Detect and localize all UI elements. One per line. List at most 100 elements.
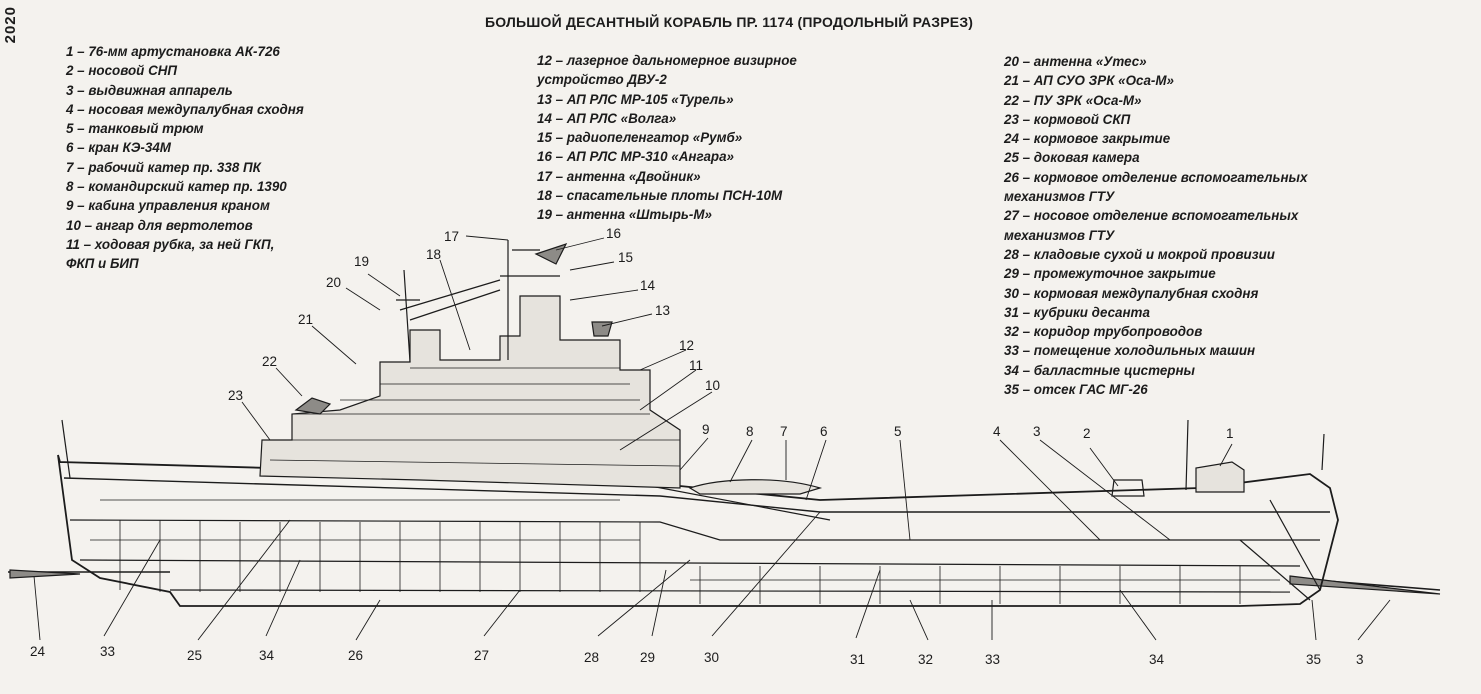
main-mast [500,240,560,360]
leader-line [1357,599,1391,641]
bow-ramp [1289,575,1441,595]
legend-item: 32 – коридор трубопроводов [1004,324,1203,340]
legend-item: 8 – командирский катер пр. 1390 [66,179,287,195]
callout-3-bottom: 3 [1356,652,1364,667]
legend-item: 21 – АП СУО ЗРК «Оса-М» [1004,73,1174,89]
leader-line [909,599,929,641]
legend-item: 1 – 76-мм артустановка АК-726 [66,44,280,59]
callout-19: 19 [354,254,369,269]
callout-7: 7 [780,424,788,439]
leader-line [619,391,713,451]
legend-item: 31 – кубрики десанта [1004,304,1150,320]
leader-line [33,575,41,641]
leader-line [711,511,821,637]
diagram-title: БОЛЬШОЙ ДЕСАНТНЫЙ КОРАБЛЬ ПР. 1174 (ПРОД… [485,14,974,30]
callout-10: 10 [705,378,720,393]
legend-item: 23 – кормовой СКП [1004,111,1131,127]
callout-6: 6 [820,424,828,439]
callout-8: 8 [746,424,754,439]
leader-line [679,437,709,471]
leader-line [483,589,521,637]
legend-item: 20 – антенна «Утес» [1004,54,1147,69]
callout-13: 13 [655,303,670,318]
leader-line [999,439,1101,541]
double-bottom [169,589,1291,593]
legend-item: 33 – помещение холодильных машин [1004,343,1256,359]
callout-29: 29 [640,650,655,665]
legend-item: 9 – кабина управления краном [66,198,270,214]
leader-line [1119,589,1157,641]
tank-deck [69,519,1320,541]
callout-18: 18 [426,247,441,262]
leader-line [1311,599,1317,641]
stern-flagstaff [61,419,71,479]
callout-33-left: 33 [100,644,115,659]
legend-item: 5 – танковый трюм [66,121,204,137]
leader-line [345,287,381,311]
legend-column-1: 1 – 76-мм артустановка АК-726 2 – носово… [66,42,304,274]
legend-item: 22 – ПУ ЗРК «Оса-М» [1004,92,1142,108]
superstructure [259,295,681,489]
osa-launcher [294,397,332,415]
leader-line [601,313,653,327]
callout-27: 27 [474,648,489,663]
leader-line [899,439,911,541]
callout-30: 30 [704,650,719,665]
legend-item: 2 – носовой СНП [66,63,178,79]
callout-15: 15 [618,250,633,265]
bow-snp [1111,479,1145,497]
callout-23: 23 [228,388,243,403]
legend-item: 15 – радиопеленгатор «Румб» [537,130,743,146]
leader-line [311,325,357,365]
legend-item: механизмов ГТУ [1004,189,1115,205]
legend-item: 25 – доковая камера [1004,150,1140,166]
callouts-bottom: 24 33 25 34 26 27 28 29 30 31 32 33 34 3… [30,644,1364,667]
ship-drawing [8,240,1441,607]
callout-35: 35 [1306,652,1321,667]
legend-item: 18 – спасательные плоты ПСН-10М [537,188,783,204]
legend-item: 10 – ангар для вертолетов [66,217,253,233]
radar-turel [591,321,613,337]
callout-31: 31 [850,652,865,667]
commander-boat [688,479,823,495]
legend-item: механизмов ГТУ [1004,227,1115,243]
callout-leaders [33,235,1391,641]
leader-line [355,599,381,641]
leader-line [639,349,687,371]
legend-item: 34 – балластные цистерны [1004,362,1195,378]
legend-item: 35 – отсек ГАС МГ-26 [1004,382,1148,398]
legend-item: 27 – носовое отделение вспомогательных [1004,208,1299,224]
legend-item: 24 – кормовое закрытие [1004,131,1171,147]
leader-line [1219,443,1233,467]
callout-9: 9 [702,422,710,437]
leader-line [465,235,509,241]
legend-item: 14 – АП РЛС «Волга» [537,110,677,126]
legend-item: 17 – антенна «Двойник» [537,168,701,184]
callout-17: 17 [444,229,459,244]
legend-item: 11 – ходовая рубка, за ней ГКП, [66,236,275,252]
callout-14: 14 [640,278,656,293]
callout-11: 11 [689,358,703,373]
legend-item: 4 – носовая междупалубная сходня [66,101,304,117]
callout-33-right: 33 [985,652,1000,667]
callout-1: 1 [1226,426,1234,441]
callout-3: 3 [1033,424,1041,439]
legend-item: 26 – кормовое отделение вспомогательных [1004,169,1308,185]
leader-line [275,367,303,397]
legend-item: 3 – выдвижная аппарель [66,82,233,98]
callout-12: 12 [679,338,694,353]
leader-line [855,569,881,639]
legend-item: 13 – АП РЛС МР-105 «Турель» [537,91,734,107]
leader-line [241,401,271,441]
callout-34-right: 34 [1149,652,1165,667]
leader-line [439,259,471,351]
radar-ankara [534,242,568,265]
callout-16: 16 [606,226,621,241]
hull-outline [57,454,1339,607]
compartment-frames [90,499,1280,604]
superstructure-levels [269,367,681,467]
leader-line [1089,447,1119,487]
callout-22: 22 [262,354,277,369]
leader-line [639,369,697,411]
